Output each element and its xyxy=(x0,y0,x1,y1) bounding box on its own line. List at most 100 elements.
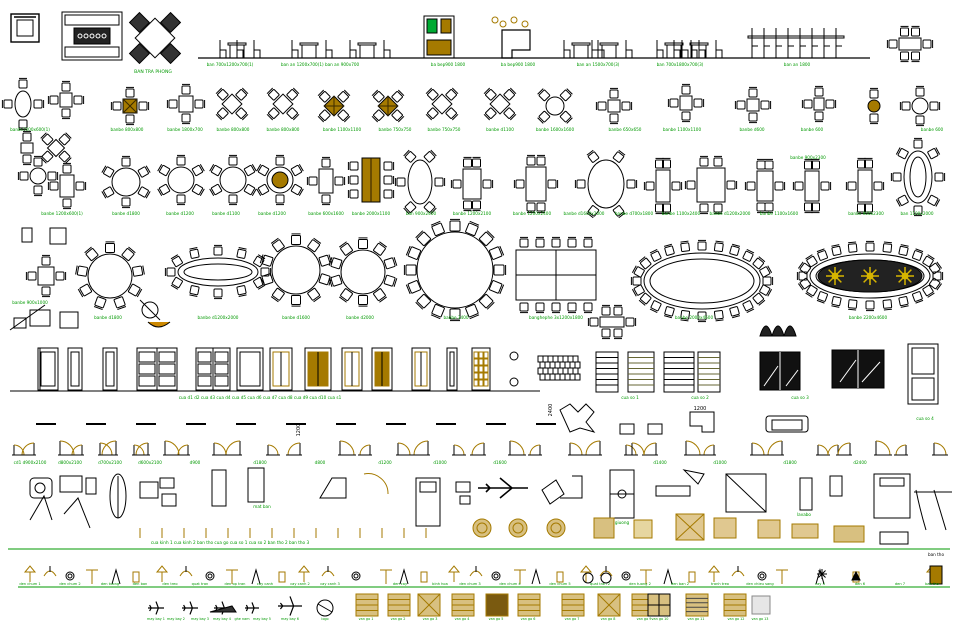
chair-block xyxy=(40,132,54,146)
chair-seat xyxy=(699,157,709,167)
chair-back xyxy=(831,244,840,247)
table-top xyxy=(607,99,621,113)
rotated-table-set xyxy=(110,86,150,126)
chair-block xyxy=(445,87,459,101)
chair-seat xyxy=(551,238,561,248)
chair-seat xyxy=(349,175,359,185)
bottom-row-2-label: van go 9 xyxy=(637,617,652,621)
door-swing-arc xyxy=(631,442,645,456)
desk-plan xyxy=(139,481,159,499)
chair-block xyxy=(125,114,135,126)
chair-block xyxy=(913,205,923,217)
bottom-row-1-label: tranh treo xyxy=(711,582,729,586)
chair-back xyxy=(816,299,825,304)
chair-seat xyxy=(587,151,600,163)
chair-block xyxy=(513,179,525,189)
chair-block xyxy=(415,293,432,310)
oval-table-inner xyxy=(183,263,253,281)
lamp-icon xyxy=(447,565,461,573)
chair-plan xyxy=(647,423,663,435)
brick xyxy=(569,373,576,381)
stair-plan xyxy=(319,477,347,499)
chair-block xyxy=(912,248,924,261)
chair-back xyxy=(537,117,544,124)
misc-box xyxy=(29,309,51,327)
chair-block xyxy=(613,304,623,316)
bulb-icon xyxy=(491,571,501,581)
chair-block xyxy=(132,265,145,277)
chair-block xyxy=(759,284,773,297)
chair-seat xyxy=(18,119,28,129)
chair-block xyxy=(536,154,546,166)
chair-seat xyxy=(55,271,65,281)
chair-block xyxy=(189,247,200,259)
brick xyxy=(542,367,549,375)
chair-block xyxy=(213,244,223,256)
chair-block xyxy=(493,264,507,276)
chair-seat xyxy=(847,181,857,191)
chair-block xyxy=(631,284,645,297)
chair-back xyxy=(393,278,398,287)
chair-block xyxy=(328,274,343,287)
bar-stool xyxy=(491,16,499,24)
chair-block xyxy=(816,248,828,261)
chair-back xyxy=(895,147,901,155)
chair-seat xyxy=(427,89,439,101)
chair-seat xyxy=(485,107,497,119)
chair-block xyxy=(170,276,183,290)
star-icon xyxy=(818,573,823,578)
chair-block xyxy=(865,240,875,252)
chair-seat xyxy=(49,181,59,191)
brick xyxy=(557,367,564,375)
chair-back xyxy=(77,288,84,298)
chair-back xyxy=(638,299,646,306)
chair-seat xyxy=(831,296,842,307)
chair-back xyxy=(816,248,825,253)
door-elevation xyxy=(471,347,491,391)
chair-back xyxy=(65,157,72,164)
door-swing-label: d700x2100 xyxy=(98,460,122,465)
chair-seat xyxy=(349,189,359,199)
chair-block xyxy=(805,284,818,298)
chair-seat xyxy=(189,248,200,259)
elev-chair xyxy=(219,40,227,58)
oval-table-top xyxy=(587,159,625,209)
chair-seat xyxy=(625,317,635,327)
chair-seat xyxy=(213,246,223,256)
chair-seat xyxy=(729,245,740,256)
chair-seat xyxy=(452,179,462,189)
chair-seat xyxy=(655,159,664,169)
chair-back xyxy=(430,220,441,226)
rosette-pattern xyxy=(472,518,492,538)
windows-label: cua so 2 xyxy=(691,395,709,400)
table-top xyxy=(756,170,774,202)
sliding-door xyxy=(663,351,695,393)
elev-chair xyxy=(253,40,261,58)
row-3-label: banbe d1200 xyxy=(166,211,194,216)
chair-back xyxy=(371,89,379,97)
table-top xyxy=(318,168,334,194)
plant-icon xyxy=(531,568,541,585)
chair-seat xyxy=(927,194,939,206)
chair-seat xyxy=(632,276,642,286)
chair-back xyxy=(732,315,740,319)
star-icon xyxy=(821,570,826,575)
chair-seat xyxy=(235,89,247,101)
chair-seat xyxy=(929,277,941,290)
chair-seat xyxy=(176,194,186,204)
chair-block xyxy=(463,156,472,168)
chair-back xyxy=(927,292,935,298)
chair-seat xyxy=(913,205,923,215)
chair-block xyxy=(587,317,599,327)
chair-block xyxy=(559,88,573,102)
chair-block xyxy=(684,180,696,190)
chair-seat xyxy=(759,284,771,296)
door-panel xyxy=(449,351,455,387)
chair-block xyxy=(898,244,909,256)
chair-seat xyxy=(210,164,223,177)
chair-seat xyxy=(261,254,274,267)
chair-seat xyxy=(61,82,71,92)
rotated-table-set xyxy=(266,87,300,121)
chair-block xyxy=(181,83,191,95)
